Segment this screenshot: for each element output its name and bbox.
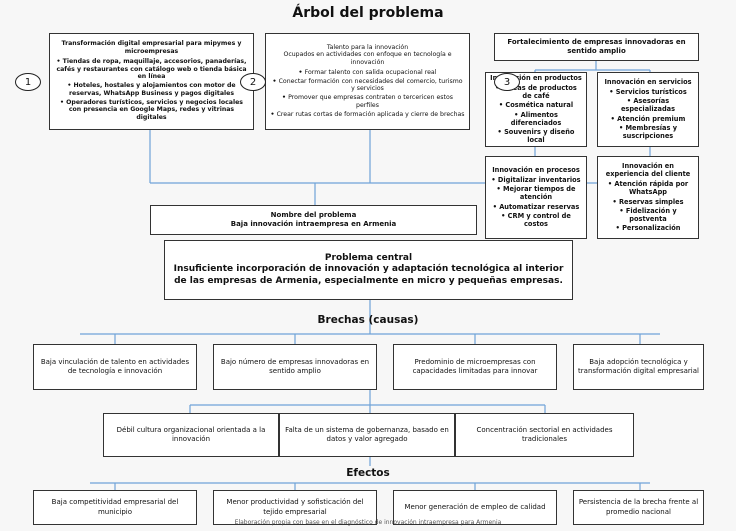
effect-box: Menor generación de empleo de calidad: [393, 490, 557, 525]
products-item: Cosmética natural: [490, 101, 582, 109]
cause-box: Concentración sectorial en actividades t…: [455, 413, 634, 457]
strategy-2-subtitle: Ocupados en actividades con enfoque en t…: [283, 51, 452, 67]
problem-name-label: Nombre del problema: [270, 211, 357, 220]
processes-item: CRM y control de costos: [490, 212, 582, 228]
strategy-1-title: Transformación digital empresarial para …: [61, 40, 242, 55]
experience-title: Innovación en experiencia del cliente: [605, 161, 691, 178]
cause-box: Baja vinculación de talento en actividad…: [33, 344, 197, 390]
cause-box: Baja adopción tecnológica y transformaci…: [573, 344, 704, 390]
strategy-2-item: Conectar formación con necesidades del c…: [270, 78, 465, 94]
central-problem-box: Problema central Insuficiente incorporac…: [164, 240, 573, 300]
services-item: Servicios turísticos: [602, 88, 694, 96]
effects-heading: Efectos: [346, 467, 390, 479]
products-item: Souvenirs y diseño local: [490, 128, 582, 144]
strategy-2-title: Talento para la innovación: [326, 43, 409, 51]
cause-box: Débil cultura organizacional orientada a…: [103, 413, 279, 457]
strategy-innovative-companies: Fortalecimiento de empresas innovadoras …: [494, 33, 699, 61]
processes-item: Automatizar reservas: [490, 203, 582, 211]
problem-name-box: Nombre del problema Baja innovación intr…: [150, 205, 477, 235]
services-item: Atención premium: [602, 115, 694, 123]
marker-3: 3: [494, 73, 520, 91]
diagram-title: Árbol del problema: [292, 5, 444, 21]
effect-box: Menor productividad y sofisticación del …: [213, 490, 377, 525]
services-item: Asesorías especializadas: [602, 97, 694, 113]
strategy-talent: Talento para la innovación Ocupados en a…: [265, 33, 470, 130]
strategy-1-item: Tiendas de ropa, maquillaje, accesorios,…: [54, 58, 249, 81]
source-note: Elaboración propia con base en el diagnó…: [234, 519, 502, 526]
causes-heading: Brechas (causas): [317, 314, 419, 326]
experience-item: Atención rápida por WhatsApp: [602, 180, 694, 196]
experience-item: Reservas simples: [602, 198, 694, 206]
processes-title: Innovación en procesos: [492, 165, 580, 174]
strategy-1-item: Hoteles, hostales y alojamientos con mot…: [54, 82, 249, 98]
strategy-2-item: Crear rutas cortas de formación aplicada…: [270, 111, 465, 119]
processes-item: Mejorar tiempos de atención: [490, 185, 582, 201]
marker-2: 2: [240, 73, 266, 91]
services-item: Membresías y suscripciones: [602, 124, 694, 140]
strategy-3-title: Fortalecimiento de empresas innovadoras …: [507, 38, 686, 55]
innovation-processes: Innovación en procesos Digitalizar inven…: [485, 156, 587, 239]
problem-name-value: Baja innovación intraempresa en Armenia: [230, 220, 397, 228]
experience-item: Fidelización y postventa: [602, 207, 694, 223]
strategy-2-item: Promover que empresas contraten o tercer…: [270, 94, 465, 110]
processes-item: Digitalizar inventarios: [490, 176, 582, 184]
products-item: Alimentos diferenciados: [490, 111, 582, 127]
strategy-digital-transformation: Transformación digital empresarial para …: [49, 33, 254, 130]
central-problem-label: Problema central: [324, 253, 413, 264]
innovation-services: Innovación en servicios Servicios turíst…: [597, 72, 699, 147]
central-problem-text: Insuficiente incorporación de innovación…: [173, 264, 564, 286]
products-item: Líneas de productos de café: [490, 84, 582, 100]
effect-box: Persistencia de la brecha frente al prom…: [573, 490, 704, 525]
experience-item: Personalización: [602, 224, 694, 232]
products-title: Innovación en productos: [490, 73, 582, 82]
effect-box: Baja competitividad empresarial del muni…: [33, 490, 197, 525]
strategy-1-item: Operadores turísticos, servicios y negoc…: [54, 99, 249, 122]
cause-box: Falta de un sistema de gobernanza, basad…: [279, 413, 455, 457]
marker-1: 1: [15, 73, 41, 91]
strategy-2-item: Formar talento con salida ocupacional re…: [270, 69, 465, 77]
cause-box: Predominio de microempresas con capacida…: [393, 344, 557, 390]
innovation-customer-experience: Innovación en experiencia del cliente At…: [597, 156, 699, 239]
services-title: Innovación en servicios: [604, 77, 692, 86]
cause-box: Bajo número de empresas innovadoras en s…: [213, 344, 377, 390]
